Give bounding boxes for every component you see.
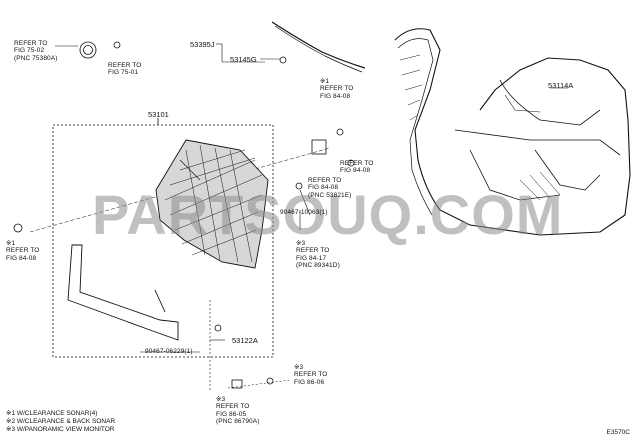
footnote-1: ※1 W/CLEARANCE SONAR(4) <box>6 410 98 417</box>
part-number-90467-10063[interactable]: 90467-10063(1) <box>280 209 328 216</box>
part-number-53101[interactable]: 53101 <box>148 110 169 119</box>
watermark: PARTSOUQ.COM <box>92 183 564 246</box>
part-number-90467-06229[interactable]: 90467-06229(1) <box>145 348 193 355</box>
part-number-53145g[interactable]: 53145G <box>230 55 257 64</box>
diagram-code: E3570C <box>606 429 631 436</box>
part-number-53122a[interactable]: 53122A <box>232 336 258 345</box>
footnote-2: ※2 W/CLEARANCE & BACK SONAR <box>6 418 116 425</box>
part-number-53395j[interactable]: 53395J <box>190 40 215 49</box>
footnotes: ※1 W/CLEARANCE SONAR(4) ※2 W/CLEARANCE &… <box>6 410 115 434</box>
footnote-3: ※3 W/PANORAMIC VIEW MONITOR <box>6 426 115 433</box>
part-number-53114a[interactable]: 53114A <box>548 81 574 90</box>
assembly-box-53101 <box>52 124 274 358</box>
